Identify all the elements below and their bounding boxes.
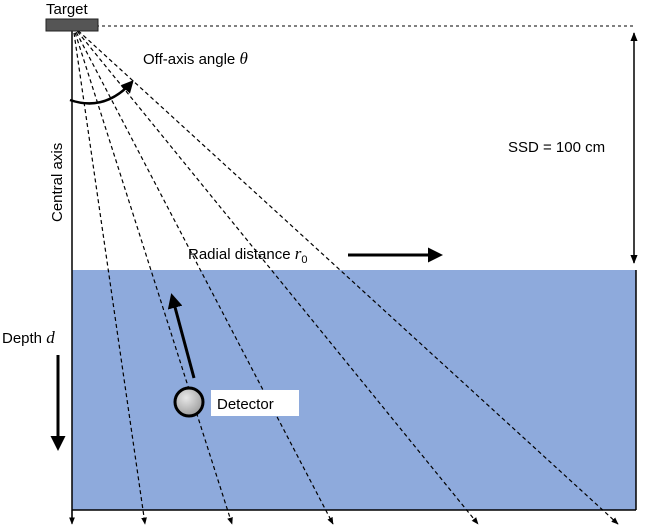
radial-subscript: 0 xyxy=(301,254,307,266)
radial-distance-label: Radial distance r0 xyxy=(188,244,307,266)
detector-label: Detector xyxy=(217,396,274,413)
beam-ray xyxy=(72,25,479,525)
beam-ray xyxy=(72,25,334,525)
central-axis-label: Central axis xyxy=(49,143,66,222)
ssd-label: SSD = 100 cm xyxy=(508,139,605,156)
detector-movement-arrow xyxy=(167,293,196,379)
off-axis-angle-arc xyxy=(69,80,134,105)
depth-symbol: d xyxy=(46,328,55,347)
detector-circle xyxy=(173,386,205,418)
off-axis-angle-label: Off-axis angle θ xyxy=(143,49,248,68)
detector-label-box xyxy=(211,390,299,416)
phantom-block xyxy=(72,270,636,510)
depth-label: Depth d xyxy=(2,328,55,347)
beam-ray xyxy=(72,25,233,525)
theta-symbol: θ xyxy=(239,49,247,68)
target-label: Target xyxy=(46,1,89,18)
beam-rays xyxy=(72,25,619,525)
radial-symbol: r xyxy=(295,244,302,263)
target-block xyxy=(45,18,99,32)
